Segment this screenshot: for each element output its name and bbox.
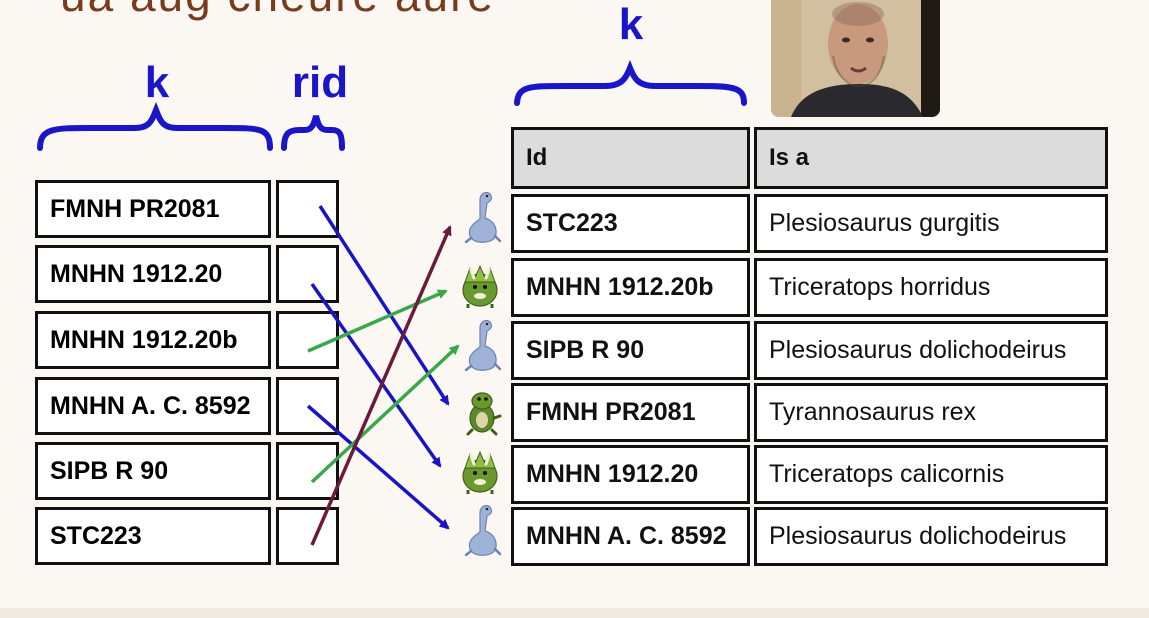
header-is-a: Is a [754,127,1108,189]
plesiosaur-icon [464,191,502,244]
plesiosaur-icon [464,504,502,557]
mapping-arrow [318,205,450,406]
row-id-cell: MNHN 1912.20 [511,445,750,504]
rid-cell [276,180,339,238]
row-is-a-cell: Plesiosaurus dolichodeirus [754,507,1108,566]
key-cell: FMNH PR2081 [35,180,271,238]
plesiosaur-icon [464,319,502,372]
slide-title-fragment: ua aug cneure aure [60,0,495,22]
right-k-brace [514,59,747,106]
row-id-cell: MNHN A. C. 8592 [511,507,750,566]
row-id-cell: STC223 [511,194,750,253]
triceratops-icon [461,264,499,310]
row-is-a-cell: Triceratops calicornis [754,445,1108,504]
rid-brace-label: rid [291,58,349,107]
left-k-brace [37,101,273,151]
rid-cell [276,377,339,435]
triceratops-icon [461,450,499,496]
key-cell: MNHN 1912.20b [35,311,271,369]
presenter-webcam [771,0,940,117]
header-id: Id [511,127,750,189]
right-k-brace-label: k [618,0,644,49]
left-k-brace-label: k [144,58,170,107]
tyrannosaur-icon [466,391,502,436]
mapping-arrow [310,344,460,484]
bottom-strip [0,608,1149,618]
mapping-arrow [306,404,450,530]
key-cell: SIPB R 90 [35,442,271,500]
row-id-cell: MNHN 1912.20b [511,258,750,317]
rid-brace [281,115,345,151]
rid-cell [276,442,339,500]
row-is-a-cell: Triceratops horridus [754,258,1108,317]
mapping-arrow [310,282,442,468]
key-cell: MNHN 1912.20 [35,245,271,303]
key-cell: MNHN A. C. 8592 [35,377,271,435]
key-cell: STC223 [35,507,271,565]
row-is-a-cell: Plesiosaurus gurgitis [754,194,1108,253]
row-id-cell: FMNH PR2081 [511,383,750,442]
row-is-a-cell: Tyrannosaurus rex [754,383,1108,442]
rid-cell [276,507,339,565]
row-is-a-cell: Plesiosaurus dolichodeirus [754,321,1108,380]
row-id-cell: SIPB R 90 [511,321,750,380]
mapping-arrow [307,289,448,353]
mapping-arrow [310,225,452,546]
rid-cell [276,245,339,303]
